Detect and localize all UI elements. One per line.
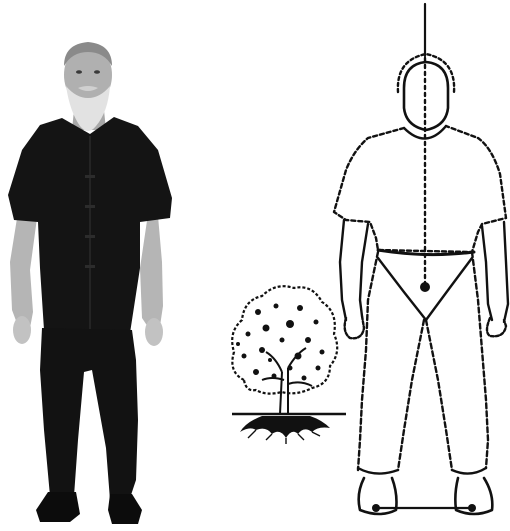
right-shoe bbox=[108, 494, 142, 524]
tree-canopy-outline bbox=[232, 286, 337, 393]
left-arm-outline bbox=[340, 220, 368, 320]
shirt-outline bbox=[334, 126, 506, 252]
right-hand-outline bbox=[487, 318, 506, 336]
left-arm bbox=[10, 212, 37, 328]
right-arm bbox=[140, 214, 163, 330]
dark-trousers bbox=[40, 328, 138, 500]
left-shoe bbox=[36, 492, 80, 522]
right-arm-outline bbox=[482, 222, 508, 322]
tree-trunk bbox=[262, 348, 312, 414]
tree-drawing bbox=[232, 286, 346, 444]
tree-roots bbox=[240, 416, 330, 444]
standing-man-photo bbox=[8, 42, 172, 524]
left-cuff bbox=[358, 468, 398, 474]
posture-diagram bbox=[334, 4, 508, 514]
right-hand bbox=[145, 318, 163, 346]
left-hand bbox=[13, 316, 31, 344]
left-hand-outline bbox=[345, 316, 364, 338]
dantian-point bbox=[420, 282, 430, 292]
right-cuff bbox=[452, 468, 486, 474]
